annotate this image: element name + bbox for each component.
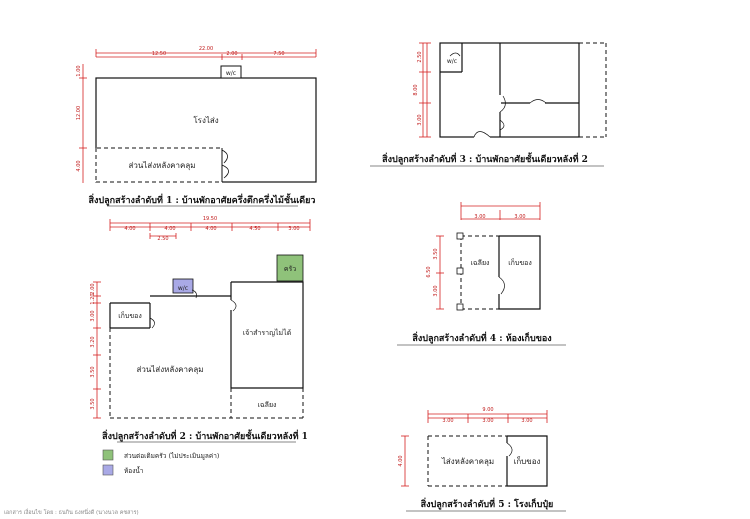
door-swing xyxy=(221,149,229,179)
wc-room xyxy=(220,65,242,79)
covered-area-label: ส่วนไส่งหลังคาคลุม xyxy=(136,365,203,374)
dimension-height: 3.50 xyxy=(433,248,439,259)
legend-swatch-wc xyxy=(102,464,114,476)
drawing-caption: สิ่งปลูกสร้างลำดับที่ 3 : บ้านพักอาศัยชั… xyxy=(382,152,588,165)
drawing-caption: สิ่งปลูกสร้างลำดับที่ 4 : ห้องเก็บของ xyxy=(412,331,552,344)
drawing-3: 2.50 8.00 3.00 w/c สิ่งปลูกสร้างลำดับที่… xyxy=(370,42,607,167)
post xyxy=(456,303,464,311)
dimension-height: 8.00 xyxy=(413,84,419,95)
dimension-height: 3.00 xyxy=(433,285,439,296)
store-label: เก็บของ xyxy=(118,311,141,320)
building-outline xyxy=(439,42,580,138)
drawing-caption: สิ่งปลูกสร้างลำดับที่ 5 : โรงเก็บปุ๋ย xyxy=(420,497,553,510)
dimension-segment: 3.00 xyxy=(482,418,493,424)
dimension-height: 2.50 xyxy=(417,51,423,62)
dimension-total: 9.00 xyxy=(482,407,493,413)
drawing-5: 9.00 3.00 3.00 3.00 4.00 ไส่งหลังคาคลุม … xyxy=(398,407,566,512)
dimension-segment: 3.00 xyxy=(521,418,532,424)
dimension-height: 2.00 xyxy=(90,283,96,294)
covered-area-label: ไส่งหลังคาคลุม xyxy=(441,457,494,466)
porch-label: เฉลียง xyxy=(258,401,277,409)
store-room xyxy=(506,435,548,487)
dimension-total: 22.00 xyxy=(199,46,213,52)
dimension-height: 3.20 xyxy=(90,336,96,347)
dimension-segment: 2.00 xyxy=(226,51,237,57)
dimension-segment: 4.00 xyxy=(124,226,135,232)
wc-label: w/c xyxy=(447,58,457,65)
dimension-height: 3.00 xyxy=(90,310,96,321)
kitchen-label: ครัว xyxy=(284,265,296,273)
dimension-segment: 4.50 xyxy=(249,226,260,232)
wc-label: w/c xyxy=(178,285,188,292)
dimension-height: 3.00 xyxy=(417,114,423,125)
drawing-2: 19.50 4.00 4.00 4.00 4.50 3.00 2.50 2.00… xyxy=(90,216,311,443)
store-label: เก็บของ xyxy=(514,456,541,466)
dimension-height: 3.50 xyxy=(90,398,96,409)
dimension-height: 3.50 xyxy=(90,366,96,377)
dimension-height: 12.00 xyxy=(76,106,82,120)
dimension-segment: 7.50 xyxy=(273,51,284,57)
legend-label: ส่วนต่อเติมครัว (ไม่ประเมินมูลค่า) xyxy=(124,452,219,460)
post xyxy=(456,267,464,275)
drawing-caption: สิ่งปลูกสร้างลำดับที่ 2 : บ้านพักอาศัยชั… xyxy=(102,429,308,442)
store-label: เก็บของ xyxy=(508,258,531,267)
wc-label: w/c xyxy=(226,70,236,77)
dimension-height: 1.20 xyxy=(90,293,96,304)
main-room-label: โรงไส่ง xyxy=(193,115,218,125)
legend: ส่วนต่อเติมครัว (ไม่ประเมินมูลค่า) ห้องน… xyxy=(102,449,219,476)
post xyxy=(456,232,464,240)
dimension-segment: 4.00 xyxy=(164,226,175,232)
dimension-total: 19.50 xyxy=(203,216,217,222)
wc-room xyxy=(172,278,194,294)
drawing-4: 3.00 3.00 6.50 3.50 3.00 เฉลียง เก็บของ … xyxy=(397,202,566,346)
dimension-height: 6.50 xyxy=(426,266,432,277)
dimension-segment: 12.50 xyxy=(152,51,166,57)
dimension-segment: 4.00 xyxy=(205,226,216,232)
drawing-caption: สิ่งปลูกสร้างลำดับที่ 1 : บ้านพักอาศัยคร… xyxy=(88,193,315,206)
dimension-extra: 2.50 xyxy=(157,236,168,242)
shrine-label: เจ้าสำราญไม่ได้ xyxy=(243,328,291,337)
store-room xyxy=(498,235,541,310)
porch-label: เฉลียง xyxy=(471,259,490,267)
dimension-height: 4.00 xyxy=(398,455,404,466)
dimension-segment: 3.00 xyxy=(514,214,525,220)
covered-area-label: ส่วนไส่งหลังคาคลุม xyxy=(128,161,195,170)
dimension-height: 1.00 xyxy=(76,65,82,76)
dimension-segment: 3.00 xyxy=(442,418,453,424)
legend-swatch-kitchen xyxy=(102,449,114,461)
dimension-height: 4.00 xyxy=(76,160,82,171)
legend-label: ห้องน้ำ xyxy=(124,466,144,475)
drawing-1: 22.00 12.50 2.00 7.50 12.00 1.00 4.00 w/… xyxy=(76,46,317,207)
dimension-segment: 3.00 xyxy=(288,226,299,232)
kitchen-extension xyxy=(276,254,304,282)
dimension-segment: 3.00 xyxy=(474,214,485,220)
footer-note: เอกสาร เงื่อนไข โดย : ธนกิน ธงหนึ่งดี (น… xyxy=(4,508,139,516)
